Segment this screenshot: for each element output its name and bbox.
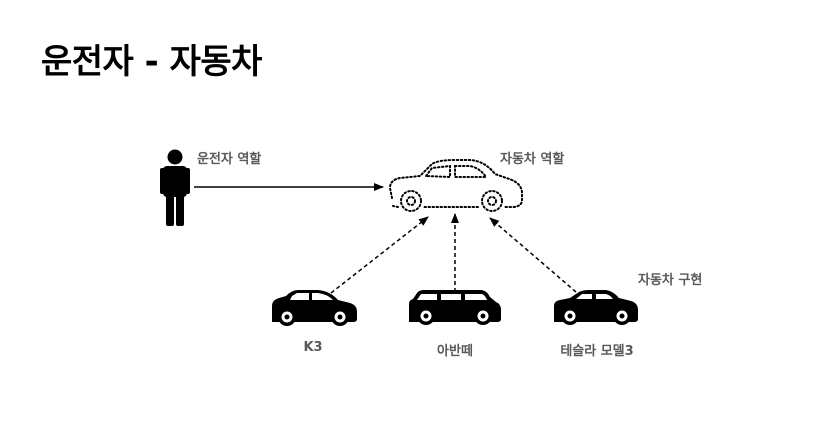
hatchback-car-icon xyxy=(272,290,357,326)
car-role-label: 자동차 역할 xyxy=(500,152,565,167)
tesla-to-car-arrow xyxy=(489,217,577,293)
k3-label: K3 xyxy=(303,340,323,355)
k3-to-car-arrow xyxy=(330,216,429,294)
sedan-car-icon xyxy=(554,290,638,325)
wagon-car-icon xyxy=(409,290,501,325)
driver-role-label: 운전자 역할 xyxy=(197,152,262,167)
avante-label: 아반떼 xyxy=(437,344,473,359)
page-title: 운전자 - 자동차 xyxy=(41,42,262,82)
car-impl-label: 자동차 구현 xyxy=(638,273,703,288)
person-icon xyxy=(160,149,190,226)
tesla-label: 테슬라 모델3 xyxy=(560,344,634,359)
dotted-car-outline-icon xyxy=(388,159,523,212)
